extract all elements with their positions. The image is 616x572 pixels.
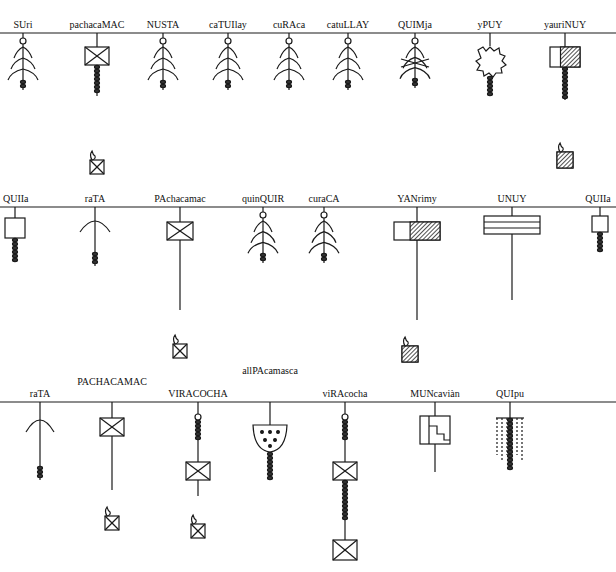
- symbol-label: pachacaMAC: [69, 20, 126, 30]
- symbol-label: quinQUIR: [241, 194, 285, 204]
- symbol-label: YANrimy: [396, 194, 437, 204]
- symbol-label: QUIpu: [495, 389, 525, 399]
- symbol-label: QUIMja: [397, 20, 433, 30]
- symbols: [0, 33, 616, 560]
- symbol-label: PAchacamac: [153, 194, 206, 204]
- symbol-label: raTA: [84, 194, 106, 204]
- symbol-label: yPUY: [476, 20, 503, 30]
- symbol-label: allPAcamasca: [241, 366, 299, 376]
- symbol-label: raTA: [29, 389, 51, 399]
- symbol-label: SUri: [13, 20, 34, 30]
- symbol-label: NUSTA: [146, 20, 181, 30]
- symbol-label: PACHACAMAC: [76, 377, 148, 387]
- symbol-label: cuRAca: [272, 20, 306, 30]
- symbol-label: MUNcaviàn: [409, 389, 460, 399]
- symbol-label: viRAcocha: [322, 389, 369, 399]
- symbol-label: caTUIlay: [208, 20, 248, 30]
- symbol-label: curaCA: [307, 194, 340, 204]
- symbol-label: QUIIa: [2, 194, 30, 204]
- symbol-label: UNUY: [497, 194, 528, 204]
- symbol-label: VIRACOCHA: [167, 389, 228, 399]
- symbol-label: yauriNUY: [543, 20, 587, 30]
- symbol-label: QUIIa: [584, 194, 612, 204]
- symbol-label: catuLLAY: [326, 20, 370, 30]
